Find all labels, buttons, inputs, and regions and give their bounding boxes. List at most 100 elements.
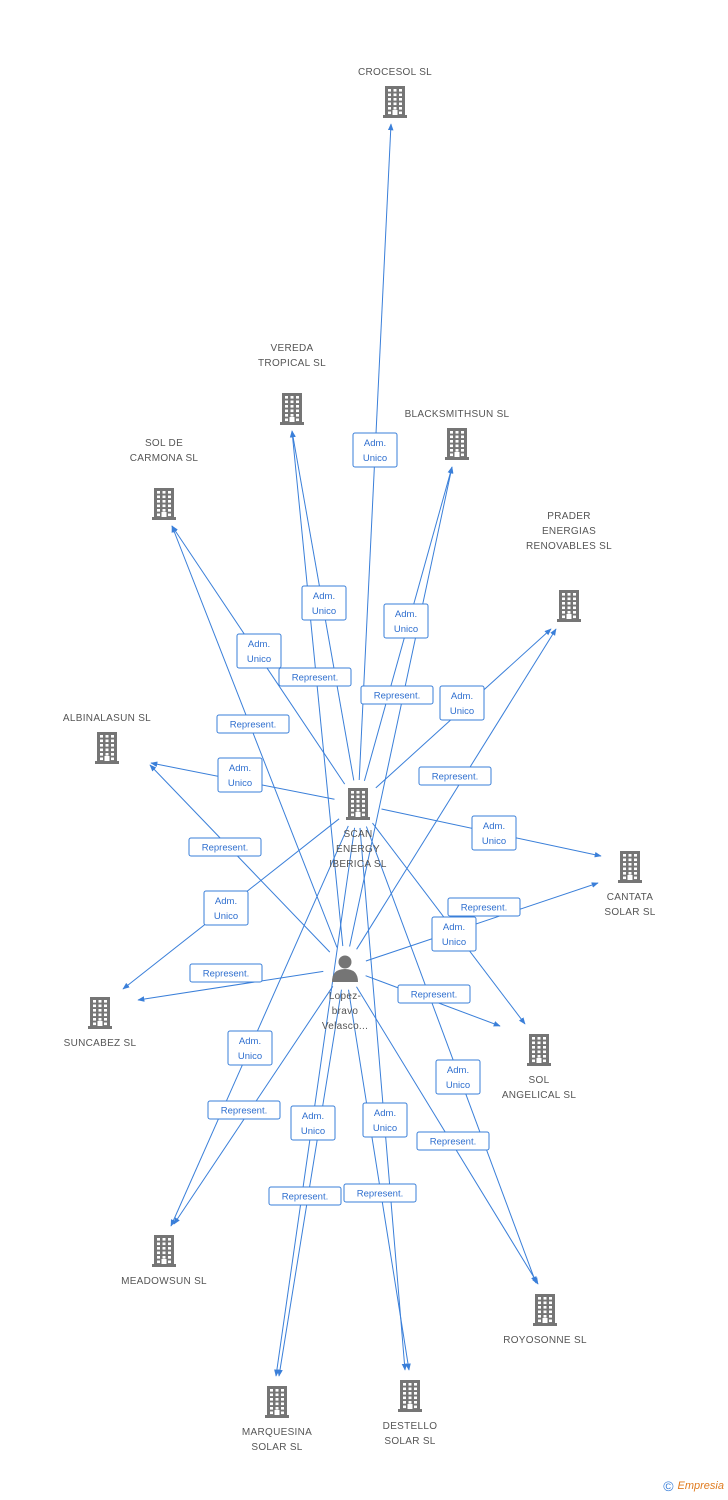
edge-label[interactable]: Adm.Unico [431, 916, 477, 952]
edge-label-text: Adm. [313, 591, 335, 602]
building-icon [618, 851, 642, 883]
edge-label[interactable]: Represent. [188, 837, 262, 857]
edge-label[interactable]: Adm.Unico [227, 1030, 273, 1066]
building-icon [95, 732, 119, 764]
edge-label-text: Represent. [292, 673, 338, 684]
edge-label[interactable]: Adm.Unico [217, 757, 263, 793]
building-icon [533, 1294, 557, 1326]
edge-label[interactable]: Adm.Unico [301, 585, 347, 621]
edge-label-box [203, 890, 249, 926]
edge-person-soldecarmona [171, 525, 338, 948]
edge-label-box [383, 603, 429, 639]
node-label: ROYOSONNE SL [503, 1335, 587, 1346]
edge-label[interactable]: Represent. [278, 667, 352, 687]
node-royosonne[interactable]: ROYOSONNE SL [503, 1294, 587, 1346]
edge-label-box [290, 1105, 336, 1141]
edge-label[interactable]: Represent. [268, 1186, 342, 1206]
building-icon [527, 1034, 551, 1066]
edge-label-text: Unico [247, 654, 271, 665]
building-icon [265, 1386, 289, 1418]
node-cantata[interactable]: CANTATA SOLAR SL [604, 851, 655, 918]
edge-label[interactable]: Adm.Unico [439, 685, 485, 721]
edge-label[interactable]: Represent. [416, 1131, 490, 1151]
node-label: RENOVABLES SL [526, 541, 612, 552]
node-label: ENERGIAS [542, 526, 596, 537]
edge-label-text: Unico [446, 1080, 470, 1091]
building-icon [445, 428, 469, 460]
node-label: SUNCABEZ SL [64, 1038, 137, 1049]
edge-label-box [447, 897, 521, 917]
edge-label-text: Represent. [374, 691, 420, 702]
edge-label-text: Represent. [221, 1106, 267, 1117]
node-label: BLACKSMITHSUN SL [405, 409, 510, 420]
edge-person-marquesina [277, 989, 342, 1377]
node-label: CANTATA [607, 892, 654, 903]
edge-label-text: Adm. [483, 821, 505, 832]
edge-label-text: Unico [442, 937, 466, 948]
node-meadowsun[interactable]: MEADOWSUN SL [121, 1235, 207, 1287]
footer-brand[interactable]: © Empresia [663, 1478, 724, 1494]
building-icon [88, 997, 112, 1029]
edge-label[interactable]: Adm.Unico [435, 1059, 481, 1095]
edge-label-box [352, 432, 398, 468]
node-label: SOL DE [145, 438, 183, 449]
edge-label-box [439, 685, 485, 721]
person-icon [332, 955, 358, 982]
edge-label-box [278, 667, 352, 687]
node-person[interactable]: Lopez-bravoVelasco... [322, 955, 368, 1033]
brand-logo: Empresia [677, 1480, 724, 1492]
node-suncabez[interactable]: SUNCABEZ SL [64, 997, 137, 1049]
edge-label[interactable]: Represent. [397, 984, 471, 1004]
edge-label[interactable]: Adm.Unico [362, 1102, 408, 1138]
building-icon [398, 1380, 422, 1412]
node-crocesol[interactable]: CROCESOL SL [358, 67, 432, 118]
node-label: TROPICAL SL [258, 358, 326, 369]
edge-person-suncabez [137, 970, 324, 1002]
edge-label[interactable]: Represent. [343, 1183, 417, 1203]
edge-label-text: Unico [301, 1126, 325, 1137]
node-label: SOLAR SL [604, 907, 655, 918]
edge-label[interactable]: Represent. [189, 963, 263, 983]
edge-label-box [418, 766, 492, 786]
edge-label-box [397, 984, 471, 1004]
edge-label[interactable]: Adm.Unico [383, 603, 429, 639]
edge-label[interactable]: Represent. [418, 766, 492, 786]
edge-label-text: Represent. [432, 772, 478, 783]
edge-label-box [236, 633, 282, 669]
edge-label-text: Adm. [364, 438, 386, 449]
edge-label[interactable]: Represent. [207, 1100, 281, 1120]
edge-label[interactable]: Adm.Unico [236, 633, 282, 669]
edge-label[interactable]: Adm.Unico [352, 432, 398, 468]
edge-label[interactable]: Represent. [447, 897, 521, 917]
edge-label[interactable]: Represent. [216, 714, 290, 734]
edge-person-prader [356, 628, 557, 950]
edge-label-text: Represent. [282, 1192, 328, 1203]
edge-scan-royosonne [365, 826, 537, 1284]
edge-labels-layer: Adm.UnicoAdm.UnicoRepresent.Adm.UnicoRep… [188, 432, 521, 1206]
node-albinalasun[interactable]: ALBINALASUN SL [63, 713, 151, 764]
node-label: SOLAR SL [251, 1442, 302, 1453]
node-label: bravo [332, 1006, 359, 1017]
node-label: MARQUESINA [242, 1427, 312, 1438]
edge-label-box [435, 1059, 481, 1095]
edge-label-box [189, 963, 263, 983]
node-blacksmithsun[interactable]: BLACKSMITHSUN SL [405, 409, 510, 460]
edge-label[interactable]: Adm. Unico [290, 1105, 336, 1141]
edge-label[interactable]: Represent. [360, 685, 434, 705]
edge-label-box [360, 685, 434, 705]
node-label: CROCESOL SL [358, 67, 432, 78]
node-marquesina[interactable]: MARQUESINA SOLAR SL [242, 1386, 312, 1453]
edge-label[interactable]: Adm.Unico [471, 815, 517, 851]
edge-label-text: Adm. [302, 1111, 324, 1122]
node-label: ENERGY [336, 844, 380, 855]
edge-label-text: Represent. [461, 903, 507, 914]
edge-label[interactable]: Adm.Unico [203, 890, 249, 926]
node-label: MEADOWSUN SL [121, 1276, 207, 1287]
